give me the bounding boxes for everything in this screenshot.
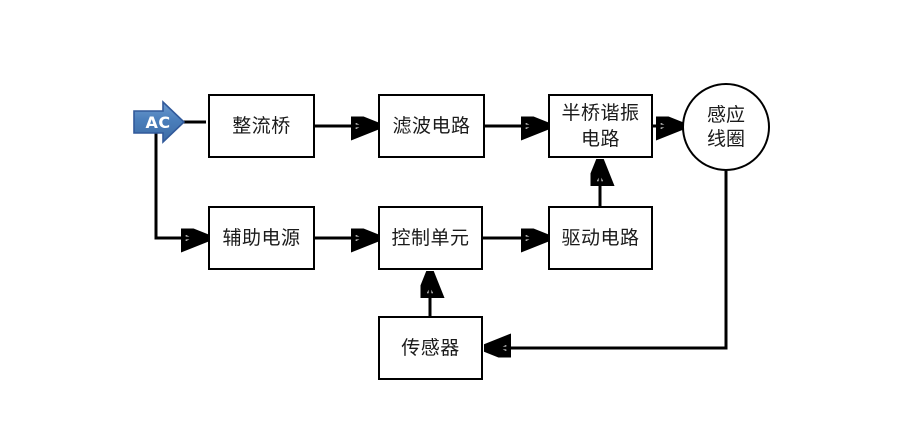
- wire-ac-to-aux-power: [154, 122, 204, 238]
- ac-source-arrow[interactable]: AC: [133, 100, 186, 144]
- block-half-bridge-resonant-circuit[interactable]: 半桥谐振 电路: [548, 94, 653, 158]
- block-label-half-bridge-resonant-circuit: 半桥谐振 电路: [561, 102, 640, 150]
- block-label-control-unit: 控制单元: [391, 227, 470, 249]
- block-label-filter-circuit: 滤波电路: [392, 115, 471, 137]
- wire-coil-to-sensor: [488, 171, 728, 348]
- block-rectifier-bridge[interactable]: 整流桥: [208, 94, 315, 158]
- block-sensor[interactable]: 传感器: [378, 316, 483, 380]
- block-label-rectifier-bridge: 整流桥: [232, 115, 291, 137]
- block-aux-power[interactable]: 辅助电源: [208, 206, 315, 270]
- node-induction-coil[interactable]: 感应 线圈: [682, 83, 770, 171]
- block-label-aux-power: 辅助电源: [222, 227, 301, 249]
- block-drive-circuit[interactable]: 驱动电路: [548, 206, 653, 270]
- node-label-induction-coil: 感应 线圈: [706, 104, 745, 150]
- block-label-sensor: 传感器: [401, 337, 460, 359]
- block-label-drive-circuit: 驱动电路: [561, 227, 640, 249]
- block-control-unit[interactable]: 控制单元: [378, 206, 483, 270]
- ac-arrow-shape: [133, 100, 186, 144]
- block-filter-circuit[interactable]: 滤波电路: [378, 94, 485, 158]
